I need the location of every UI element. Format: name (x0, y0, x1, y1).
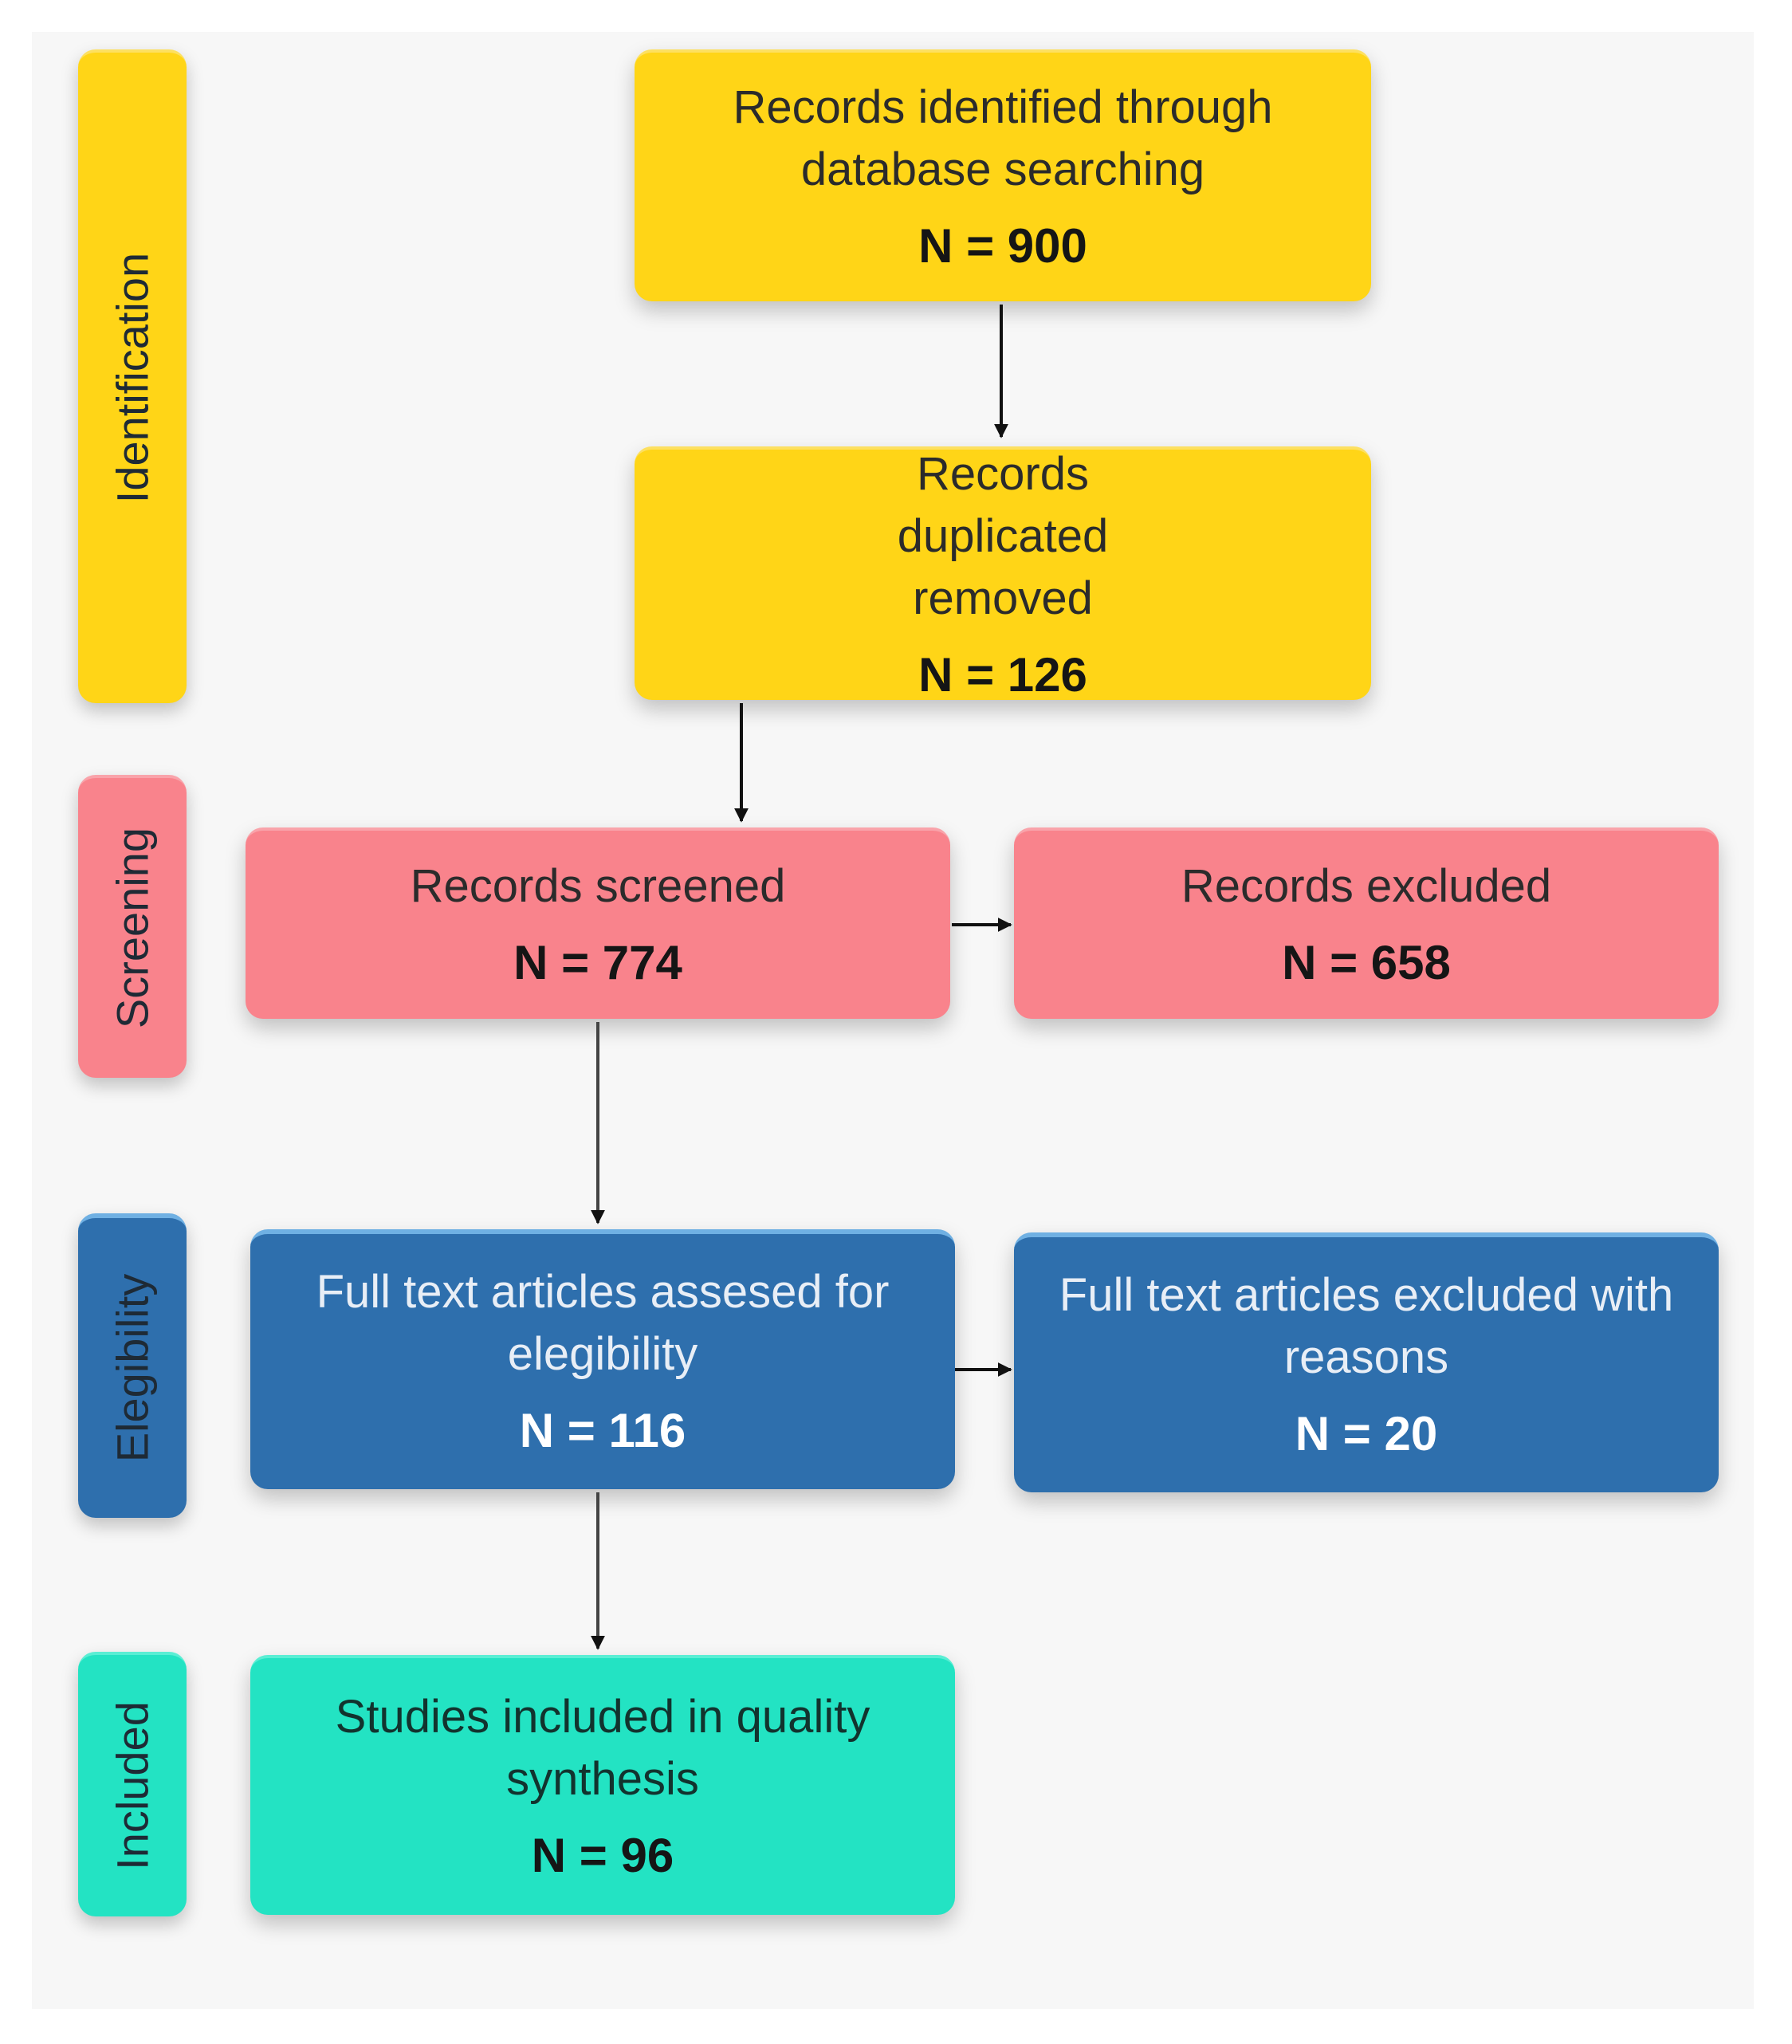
box-records-identified: Records identified through database sear… (635, 49, 1371, 301)
stage-screening: Screening (78, 775, 187, 1078)
box-duplicates-removed-label: Records duplicated removed (897, 448, 1109, 624)
stage-included: Included (78, 1652, 187, 1916)
box-fulltext-assessed-label: Full text articles assesed for elegibili… (316, 1266, 890, 1380)
box-studies-included-count: N = 96 (531, 1829, 674, 1882)
box-fulltext-excluded-label: Full text articles excluded with reasons (1059, 1269, 1674, 1383)
box-records-screened: Records screened N = 774 (246, 827, 950, 1019)
stage-identification: Identification (78, 49, 187, 703)
box-fulltext-assessed-count: N = 116 (519, 1404, 686, 1457)
box-records-excluded: Records excluded N = 658 (1014, 827, 1719, 1019)
box-records-excluded-label: Records excluded (1181, 860, 1552, 912)
box-studies-included: Studies included in quality synthesis N … (250, 1655, 955, 1915)
box-records-identified-count: N = 900 (918, 219, 1087, 273)
box-fulltext-excluded-count: N = 20 (1295, 1407, 1438, 1460)
stage-eligibility: Elegibility (78, 1213, 187, 1518)
box-studies-included-label: Studies included in quality synthesis (335, 1691, 870, 1805)
box-fulltext-excluded: Full text articles excluded with reasons… (1014, 1232, 1719, 1492)
box-records-identified-label: Records identified through database sear… (733, 81, 1273, 195)
box-records-screened-count: N = 774 (513, 936, 682, 989)
box-duplicates-removed: Records duplicated removed N = 126 (635, 446, 1371, 702)
box-records-screened-label: Records screened (410, 860, 786, 912)
box-records-excluded-count: N = 658 (1282, 936, 1451, 989)
box-duplicates-removed-count: N = 126 (918, 648, 1087, 702)
box-fulltext-assessed: Full text articles assesed for elegibili… (250, 1229, 955, 1489)
